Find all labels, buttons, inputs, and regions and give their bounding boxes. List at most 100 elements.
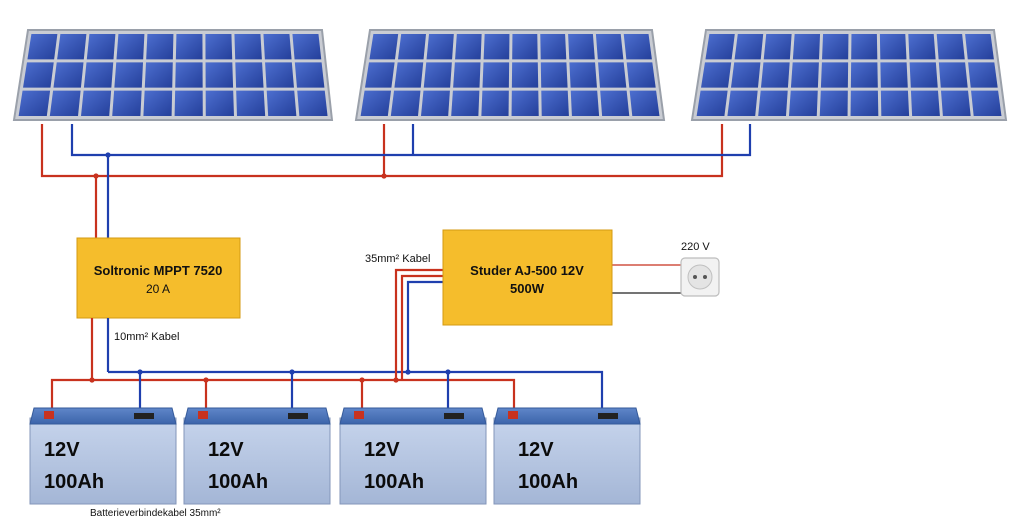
solar-cell	[511, 90, 539, 116]
solar-cell	[940, 90, 971, 116]
positive-bus	[50, 378, 516, 414]
ac-outlet	[680, 257, 720, 297]
solar-cell	[294, 62, 325, 88]
solar-cell	[292, 34, 322, 60]
solar-cell	[235, 62, 264, 88]
solar-cell	[595, 34, 624, 60]
solar-cell	[598, 62, 627, 88]
solar-cell	[568, 34, 595, 60]
solar-cell	[81, 90, 112, 116]
controller-title: Soltronic MPPT 7520	[94, 263, 223, 278]
solar-cell	[365, 62, 395, 88]
positive-wire-panels	[40, 124, 724, 178]
solar-cell	[420, 90, 450, 116]
solar-cell	[263, 34, 292, 60]
solar-cell	[511, 62, 539, 88]
solar-cell	[968, 62, 998, 88]
solar-cell	[144, 62, 173, 88]
solar-panel-1	[12, 29, 334, 121]
solar-cell	[600, 90, 630, 116]
battery-voltage: 12V	[44, 439, 80, 461]
solar-cell	[851, 34, 878, 60]
solar-cell	[734, 34, 764, 60]
solar-cell	[482, 62, 510, 88]
solar-cell	[205, 90, 234, 116]
solar-cell	[451, 90, 480, 116]
solar-cell	[819, 90, 848, 116]
solar-cell	[541, 90, 569, 116]
solar-cell	[53, 62, 84, 88]
solar-cell	[965, 34, 994, 60]
solar-cell	[27, 34, 58, 60]
solar-cell	[629, 90, 660, 116]
solar-cell	[701, 62, 732, 88]
solar-cell	[880, 62, 908, 88]
controller-rating: 20 A	[146, 282, 170, 296]
inverter-power: 500W	[510, 281, 545, 296]
solar-cell	[623, 34, 652, 60]
solar-cell	[540, 62, 568, 88]
solar-cell	[879, 34, 907, 60]
solar-cell	[570, 90, 600, 116]
solar-cell	[540, 34, 567, 60]
battery-capacity: 100Ah	[44, 471, 104, 493]
solar-cell	[730, 62, 761, 88]
solar-cell	[360, 90, 392, 116]
solar-cell	[483, 34, 510, 60]
solar-cell	[423, 62, 452, 88]
battery-4: 12V 100Ah	[493, 407, 641, 505]
solar-cell	[696, 90, 728, 116]
solar-cell	[146, 34, 174, 60]
solar-panel-2	[354, 29, 666, 121]
cable-10-label: 10mm² Kabel	[114, 331, 179, 343]
solar-cell	[49, 90, 81, 116]
negative-wire-panels	[70, 124, 752, 157]
solar-cell	[909, 62, 938, 88]
cable-35-label: 35mm² Kabel	[365, 253, 430, 265]
solar-cell	[763, 34, 792, 60]
battery-3: 12V 100Ah	[339, 407, 487, 505]
inverter-wiring	[394, 264, 682, 380]
solar-cell	[175, 62, 203, 88]
solar-cell	[174, 90, 203, 116]
solar-cell	[788, 90, 818, 116]
solar-cell	[455, 34, 482, 60]
solar-cell	[175, 34, 203, 60]
battery-voltage: 12V	[208, 439, 244, 461]
battery-1: 12V 100Ah	[29, 407, 177, 505]
solar-cell	[790, 62, 819, 88]
panel-wiring	[40, 124, 752, 238]
solar-cell	[266, 90, 297, 116]
solar-cell	[758, 90, 788, 116]
solar-cell	[397, 34, 427, 60]
solar-cell	[205, 34, 233, 60]
solar-cell	[114, 62, 144, 88]
solar-cell	[86, 34, 116, 60]
solar-cell	[297, 90, 328, 116]
solar-cell	[850, 90, 879, 116]
solar-cell	[453, 62, 481, 88]
solar-cell	[822, 34, 849, 60]
solar-cell	[205, 62, 234, 88]
solar-cell	[234, 34, 262, 60]
solar-cell	[569, 62, 597, 88]
battery-2: 12V 100Ah	[183, 407, 331, 505]
solar-cell	[481, 90, 509, 116]
solar-cell	[626, 62, 656, 88]
solar-cell	[369, 34, 399, 60]
solar-cell	[938, 62, 968, 88]
solar-cell	[880, 90, 910, 116]
battery-voltage: 12V	[364, 439, 400, 461]
solar-cell	[390, 90, 421, 116]
negative-bus	[108, 370, 604, 418]
solar-panel-3	[690, 29, 1008, 121]
battery-capacity: 100Ah	[518, 471, 578, 493]
battery-capacity: 100Ah	[208, 471, 268, 493]
solar-cell	[910, 90, 940, 116]
solar-cell	[57, 34, 87, 60]
solar-cell	[112, 90, 142, 116]
solar-cell	[143, 90, 173, 116]
solar-cell	[792, 34, 821, 60]
solar-cell	[908, 34, 936, 60]
